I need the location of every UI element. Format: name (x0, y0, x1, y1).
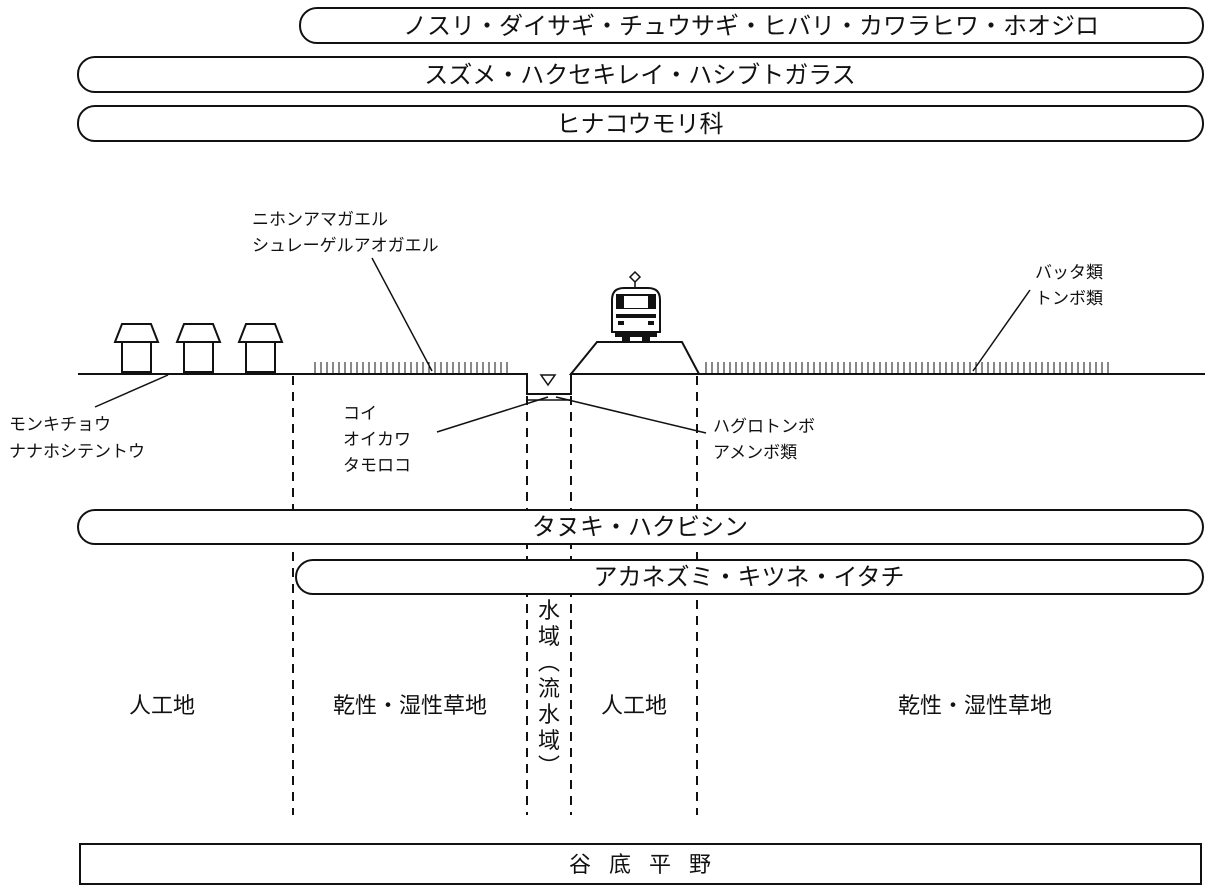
label-frogs-line1: ニホンアマガエル (252, 210, 388, 230)
label-frogs: ニホンアマガエル シュレーゲルアオガエル (252, 210, 439, 372)
label-butterflies-line2: ナナホシテントウ (9, 442, 145, 462)
label-grasshoppers: バッタ類 トンボ類 (972, 263, 1103, 372)
leader-line-frogs (371, 257, 433, 372)
label-fish-line1: コイ (343, 404, 377, 424)
house-icon (175, 323, 222, 373)
zone-artificial-left: 人工地 (129, 694, 195, 719)
grass-right (705, 362, 1109, 373)
label-frogs-line2: シュレーゲルアオガエル (252, 236, 439, 256)
bar-mammals-wide: タヌキ・ハクビシン (77, 509, 1204, 545)
leader-line-butterflies (94, 374, 169, 408)
bar-mammals-grass-text: アカネズミ・キツネ・イタチ (593, 563, 904, 591)
bar-mammals-grass: アカネズミ・キツネ・イタチ (295, 559, 1204, 595)
label-grasshoppers-line1: バッタ類 (1035, 263, 1103, 283)
bar-birds-urban: スズメ・ハクセキレイ・ハシブトガラス (77, 56, 1204, 93)
base-label: 谷底平野 (569, 853, 729, 878)
label-water-insects: ハグロトンボ アメンボ類 (555, 396, 815, 463)
grass-left (314, 362, 508, 373)
base-valley-plain: 谷底平野 (79, 843, 1202, 885)
bar-bats-text: ヒナコウモリ科 (556, 110, 723, 138)
label-grasshoppers-line2: トンボ類 (1035, 289, 1103, 309)
house-icon (237, 323, 284, 373)
label-water-insects-line2: アメンボ類 (713, 443, 797, 463)
railway-embankment (568, 341, 701, 375)
label-water-insects-line1: ハグロトンボ (713, 417, 815, 437)
ground-line (78, 373, 1205, 395)
zone-artificial-right: 人工地 (601, 694, 667, 719)
zone-dividers (292, 376, 698, 815)
train-icon (611, 270, 661, 342)
house-icon (113, 323, 160, 373)
label-fish-line3: タモロコ (343, 456, 411, 476)
leader-line-grasshoppers (972, 289, 1031, 372)
zone-grass-left: 乾性・湿性草地 (333, 694, 487, 719)
bar-bats: ヒナコウモリ科 (77, 105, 1204, 142)
zone-grass-right: 乾性・湿性草地 (898, 694, 1052, 719)
label-butterflies: モンキチョウ ナナホシテントウ (9, 374, 169, 462)
zone-water: 水域︵流水域︶ (538, 599, 560, 780)
leader-line-fish (436, 396, 549, 433)
label-butterflies-line1: モンキチョウ (9, 415, 111, 435)
bar-birds-open-text: ノスリ・ダイサギ・チュウサギ・ヒバリ・カワラヒワ・ホオジロ (403, 12, 1099, 40)
label-fish: コイ オイカワ タモロコ (343, 396, 549, 476)
bar-birds-open: ノスリ・ダイサギ・チュウサギ・ヒバリ・カワラヒワ・ホオジロ (299, 7, 1204, 44)
label-fish-line2: オイカワ (343, 430, 411, 450)
water-level-icon (539, 374, 557, 387)
bar-mammals-wide-text: タヌキ・ハクビシン (532, 513, 748, 541)
bar-birds-urban-text: スズメ・ハクセキレイ・ハシブトガラス (424, 61, 856, 89)
leader-line-water-insects (555, 396, 707, 434)
